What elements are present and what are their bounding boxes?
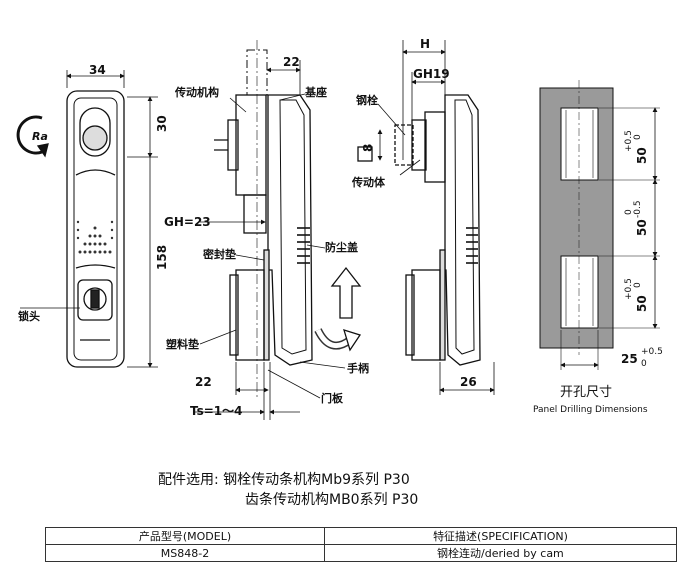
dim-22-top: 22 bbox=[283, 55, 300, 69]
cut-dim-50-top-tol-low: 0 bbox=[633, 134, 643, 140]
cut-dim-50-top-tol-up: +0.5 bbox=[624, 130, 634, 152]
dim-ts: Ts=1～4 bbox=[190, 404, 243, 418]
dust-cover-label: 防尘盖 bbox=[325, 240, 358, 254]
dim-gh23: GH=23 bbox=[164, 215, 211, 229]
spec-cell: 钢栓连动/deried by cam bbox=[324, 544, 677, 562]
plastic-pad-label: 塑料垫 bbox=[166, 337, 199, 351]
model-cell: MS848-2 bbox=[45, 544, 325, 562]
spec-table: 产品型号(MODEL) 特征描述(SPECIFICATION) MS848-2 … bbox=[45, 527, 677, 562]
cut-dim-50-top: 50 bbox=[635, 147, 649, 164]
dim-30: 30 bbox=[155, 115, 169, 132]
spec-table-header: 产品型号(MODEL) 特征描述(SPECIFICATION) bbox=[45, 527, 677, 545]
cut-dim-50-mid-tol-up: 0 bbox=[624, 209, 634, 215]
technical-drawing: 34 30 158 Ra 锁头 bbox=[16, 37, 663, 420]
panel-cutout bbox=[539, 80, 660, 370]
dim-8: 8 bbox=[361, 144, 375, 152]
side-view bbox=[195, 40, 362, 420]
handle-label: 手柄 bbox=[347, 361, 369, 375]
cut-dim-25: 25 bbox=[621, 352, 638, 366]
side-view-2 bbox=[357, 40, 495, 395]
lock-head-label: 锁头 bbox=[18, 309, 40, 323]
cutout-subtitle: Panel Drilling Dimensions bbox=[533, 405, 648, 415]
dust-cover-teeth bbox=[297, 227, 310, 264]
cut-dim-50-bottom-tol-up: +0.5 bbox=[624, 278, 634, 300]
rotate-label: Ra bbox=[32, 130, 48, 143]
dim-158: 158 bbox=[155, 245, 169, 270]
transmission-body-label: 传动体 bbox=[351, 175, 386, 189]
parts-line-1: 配件选用: 钢栓传动条机构Mb9系列 P30 bbox=[158, 472, 410, 488]
door-panel-label: 门板 bbox=[321, 391, 344, 405]
steel-bolt-label: 钢栓 bbox=[356, 93, 378, 107]
cutout-title: 开孔尺寸 bbox=[560, 385, 612, 400]
cut-dim-50-mid: 50 bbox=[635, 219, 649, 236]
dim-h: H bbox=[420, 37, 430, 51]
cut-dim-25-tol-up: +0.5 bbox=[641, 347, 663, 357]
dim-26: 26 bbox=[460, 375, 477, 389]
dim-gh19: GH19 bbox=[413, 67, 450, 81]
front-view bbox=[16, 70, 158, 368]
parts-line-2: 齿条传动机构MB0系列 P30 bbox=[245, 492, 419, 508]
grip-dots bbox=[76, 220, 114, 254]
cut-dim-50-bottom-tol-low: 0 bbox=[633, 282, 643, 288]
cut-dim-25-tol-low: 0 bbox=[641, 359, 647, 369]
model-header: 产品型号(MODEL) bbox=[45, 527, 325, 545]
cut-dim-50-bottom: 50 bbox=[635, 295, 649, 312]
dim-34: 34 bbox=[89, 63, 106, 77]
cut-dim-50-mid-tol-low: -0.5 bbox=[633, 200, 643, 218]
seal-pad-label: 密封垫 bbox=[203, 247, 236, 261]
spec-header: 特征描述(SPECIFICATION) bbox=[324, 527, 677, 545]
table-row: MS848-2 钢栓连动/deried by cam bbox=[45, 544, 677, 562]
base-label: 基座 bbox=[304, 85, 327, 99]
transmission-mechanism-label: 传动机构 bbox=[174, 85, 219, 99]
dim-22-bottom: 22 bbox=[195, 375, 212, 389]
